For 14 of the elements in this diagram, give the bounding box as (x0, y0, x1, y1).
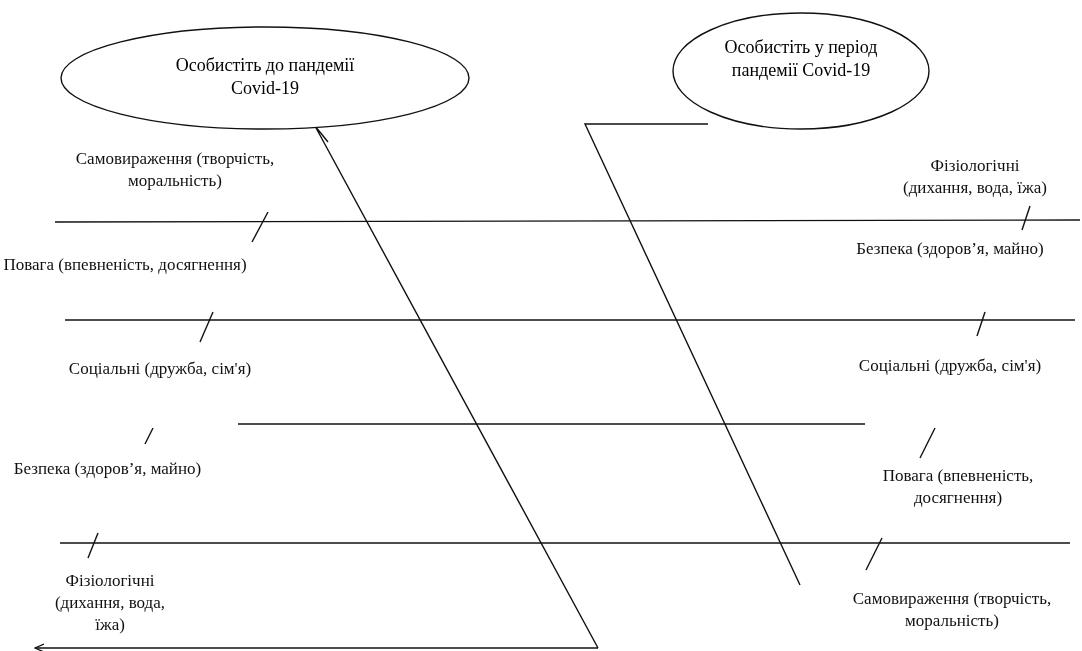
need-label: Соціальні (дружба, сім'я) (857, 355, 1043, 377)
need-label: Соціальні (дружба, сім'я) (67, 358, 253, 380)
need-label: Безпека (здоров’я, майно) (855, 238, 1045, 260)
need-label: Фізіологічні (дихання, вода, їжа) (53, 570, 167, 636)
bubble-text: Особистіть до пандемії Covid-19 (174, 54, 356, 100)
speech-bubble (60, 26, 470, 130)
bubble-text: Особистіть у період пандемії Covid-19 (723, 36, 879, 82)
need-label: Повага (впевненість, досягнення) (2, 254, 248, 276)
speech-bubble (672, 12, 930, 130)
need-label: Повага (впевненість, досягнення) (881, 465, 1035, 509)
need-label: Самовираження (творчість, моральність) (851, 588, 1053, 632)
need-label: Фізіологічні (дихання, вода, їжа) (901, 155, 1048, 199)
need-label: Безпека (здоров’я, майно) (12, 458, 203, 480)
need-label: Самовираження (творчість, моральність) (74, 148, 276, 192)
